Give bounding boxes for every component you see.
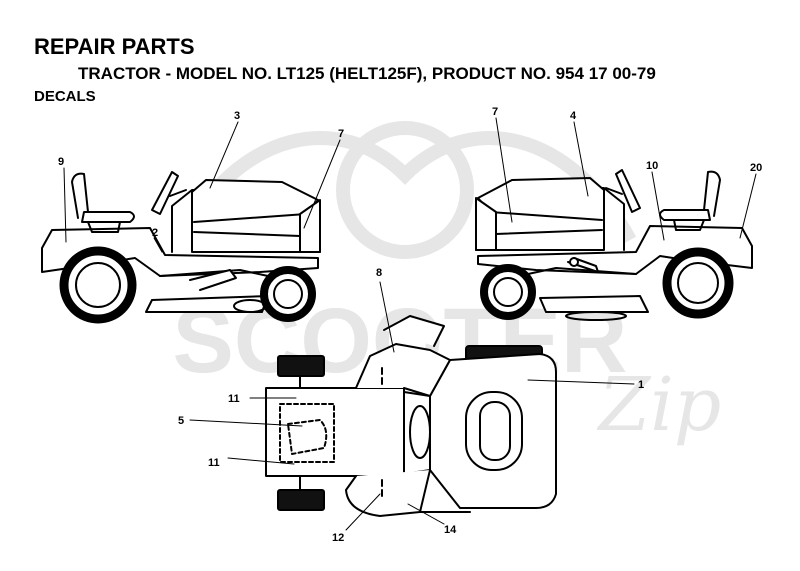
top-seat-inner <box>479 401 511 461</box>
top-seat <box>465 391 523 471</box>
right-rear-wheel <box>662 247 734 319</box>
left-steering-column <box>169 189 187 197</box>
leader-1 <box>527 379 635 385</box>
callout-7-left: 7 <box>338 128 344 140</box>
callout-3: 3 <box>234 110 240 122</box>
callout-8: 8 <box>376 267 382 279</box>
top-decal-panel <box>279 403 335 463</box>
callout-9: 9 <box>58 156 64 168</box>
callout-4: 4 <box>570 110 577 122</box>
callout-2: 2 <box>152 227 158 239</box>
right-seat-base <box>673 219 705 231</box>
leader-8 <box>379 281 395 353</box>
tractor-right-side-view <box>475 169 753 321</box>
left-body-fender <box>41 227 319 277</box>
left-seat-base <box>87 221 121 233</box>
model-subtitle: TRACTOR - MODEL NO. LT125 (HELT125F), PR… <box>78 64 656 83</box>
leader-14 <box>407 503 445 525</box>
callout-1: 1 <box>638 379 644 391</box>
left-front-wheel <box>260 266 316 322</box>
leader-3 <box>209 121 239 189</box>
top-decal-emblem <box>287 419 328 455</box>
right-body-fender <box>477 225 753 275</box>
section-label: DECALS <box>34 88 96 105</box>
left-frame <box>159 269 269 277</box>
callout-11-bottom: 11 <box>208 457 220 469</box>
right-steering-column <box>605 187 623 195</box>
right-hood-lower-line <box>495 229 603 235</box>
top-rear-body <box>429 353 557 509</box>
right-front-wheel <box>480 264 536 320</box>
top-hood <box>265 387 405 477</box>
right-seat-cushion <box>659 209 711 221</box>
leader-9 <box>63 167 67 243</box>
watermark-script: Zip <box>597 362 721 448</box>
left-rear-wheel <box>59 246 137 324</box>
right-seat-back <box>703 170 721 217</box>
leader-5 <box>189 419 303 427</box>
page-title: REPAIR PARTS <box>34 34 195 59</box>
leader-lines <box>63 117 757 531</box>
leader-12 <box>345 493 381 531</box>
watermark-circle <box>336 121 474 259</box>
left-mower-deck <box>145 295 269 313</box>
leader-11-bottom <box>227 457 295 465</box>
top-front-left-wheel <box>277 355 325 377</box>
callout-11-top: 11 <box>228 393 240 405</box>
top-left-fender <box>355 343 451 397</box>
callout-12: 12 <box>332 532 344 544</box>
leader-2 <box>153 237 163 253</box>
tractor-top-view <box>265 315 557 517</box>
left-front-hub <box>273 279 303 309</box>
leader-7-left <box>303 139 341 229</box>
right-grille <box>475 197 497 251</box>
top-dash <box>403 391 431 475</box>
right-rear-hub <box>677 262 719 304</box>
callout-7-right: 7 <box>492 106 498 118</box>
callout-10: 10 <box>646 160 658 172</box>
right-frame <box>527 267 637 275</box>
tractor-left-side-view <box>41 171 321 324</box>
right-lever-knob <box>569 257 579 267</box>
callout-14: 14 <box>444 524 457 536</box>
left-lift-lever <box>189 269 237 291</box>
left-seat-cushion <box>81 211 135 223</box>
watermark-swoosh <box>173 131 637 244</box>
leader-20 <box>739 173 757 239</box>
callout-20: 20 <box>750 162 762 174</box>
right-front-hub <box>493 277 523 307</box>
left-rear-hub <box>75 262 121 308</box>
top-seat-back <box>383 315 445 347</box>
leader-10 <box>651 171 665 241</box>
left-seat-back <box>71 172 89 219</box>
right-steering-wheel <box>615 169 641 213</box>
left-steering-wheel <box>151 171 179 215</box>
callout-labels: 9 3 7 2 7 4 10 20 8 1 11 5 11 12 14 <box>58 106 762 544</box>
callout-5: 5 <box>178 415 184 427</box>
right-mower-deck <box>539 295 649 313</box>
right-deck-chute <box>565 311 627 321</box>
leader-7-right <box>495 117 513 223</box>
top-front-right-wheel <box>277 489 325 511</box>
left-hood-lower-line <box>193 231 301 237</box>
leader-4 <box>573 121 589 197</box>
